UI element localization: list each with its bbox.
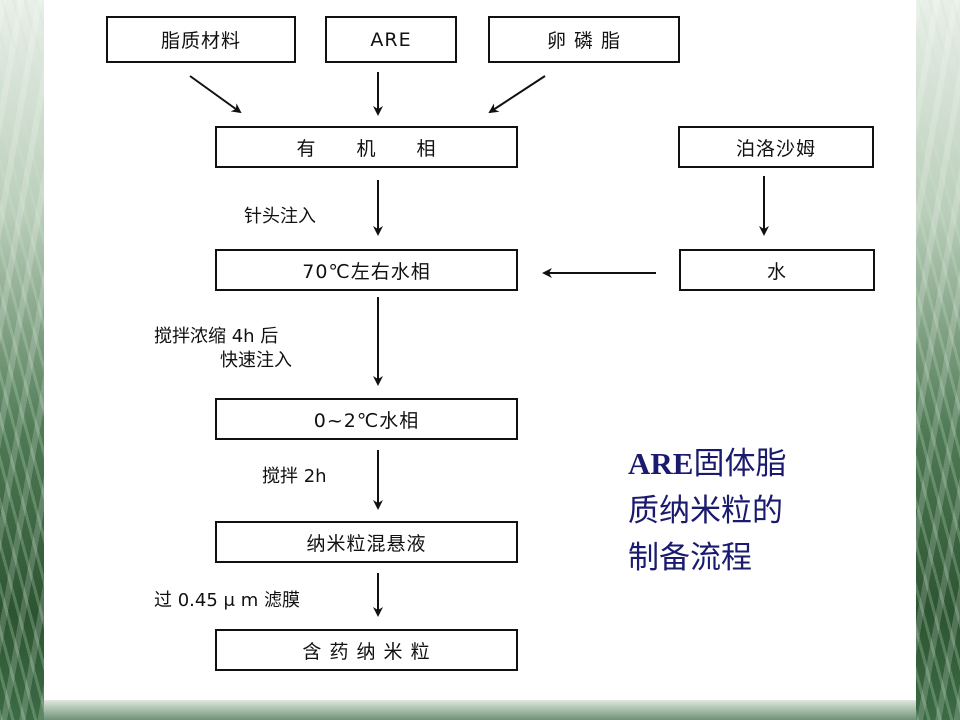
node-drug-nanoparticles: 含 药 纳 米 粒 — [215, 629, 518, 671]
caption-line-1: ARE固体脂 — [628, 440, 858, 488]
background-left-foliage — [0, 0, 44, 720]
arrow-lecithin-to-organic — [488, 75, 546, 114]
background-bottom-strip — [44, 700, 916, 720]
node-water: 水 — [679, 249, 875, 291]
node-are: ARE — [325, 16, 457, 63]
background-right-foliage — [916, 0, 960, 720]
step-stir-concentrate-line1: 搅拌浓缩 4h 后 — [154, 326, 279, 347]
node-poloxamer: 泊洛沙姆 — [678, 126, 874, 168]
slide-panel — [44, 0, 916, 700]
caption-are: ARE — [628, 446, 694, 481]
step-needle-injection: 针头注入 — [244, 206, 316, 227]
node-lipid-material: 脂质材料 — [106, 16, 296, 63]
step-stir-concentrate-line2: 快速注入 — [220, 350, 292, 371]
caption-line-3: 制备流程 — [628, 540, 752, 576]
node-water-phase-0-2: 0~2℃水相 — [215, 398, 518, 440]
node-lecithin: 卵 磷 脂 — [488, 16, 680, 63]
arrow-lipid-to-organic — [189, 75, 242, 114]
caption-line-1-rest: 固体脂 — [693, 446, 787, 482]
step-filter: 过 0.45 μ m 滤膜 — [154, 590, 300, 611]
node-nano-suspension: 纳米粒混悬液 — [215, 521, 518, 563]
node-water-phase-70: 70℃左右水相 — [215, 249, 518, 291]
caption-line-2: 质纳米粒的 — [628, 493, 783, 529]
step-stir-2h: 搅拌 2h — [262, 466, 327, 487]
slide-caption: ARE固体脂 质纳米粒的 制备流程 — [628, 440, 858, 582]
node-organic-phase: 有 机 相 — [215, 126, 518, 168]
